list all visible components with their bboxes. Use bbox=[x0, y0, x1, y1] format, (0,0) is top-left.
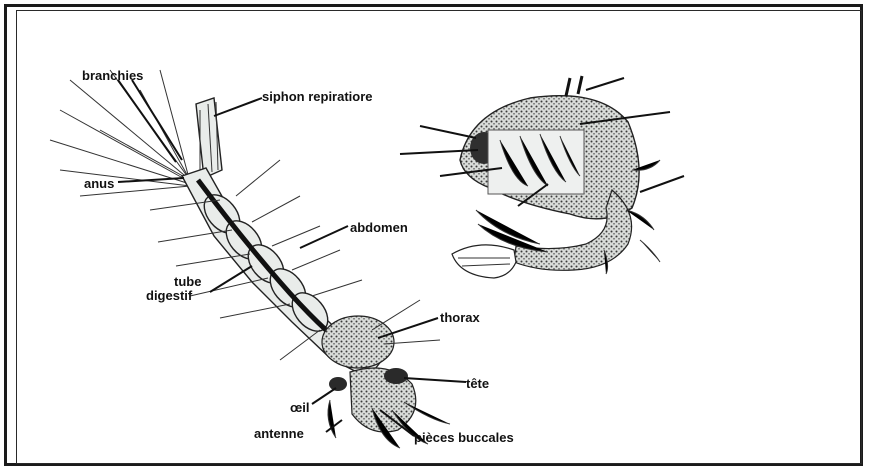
label-siphon: siphon repiratiore bbox=[262, 89, 373, 104]
label-tube: tube bbox=[174, 274, 201, 289]
nymph-siphons bbox=[566, 76, 582, 96]
label-larva-thorax: thorax bbox=[440, 310, 481, 325]
label-larva-abdomen: abdomen bbox=[350, 220, 408, 235]
larva-drawing bbox=[50, 70, 450, 448]
label-antenne: antenne bbox=[254, 426, 304, 441]
nymph-legs-area bbox=[488, 130, 584, 194]
larva-gill-bristles bbox=[50, 70, 190, 196]
label-larva-tete: tête bbox=[466, 376, 489, 391]
nymph-paddles bbox=[452, 245, 516, 278]
larva-thorax bbox=[322, 316, 394, 368]
nymph-drawing bbox=[452, 76, 660, 278]
label-digestif: digestif bbox=[146, 288, 193, 303]
label-branchies: branchies bbox=[82, 68, 143, 83]
larva-labels: branchies siphon repiratiore anus abdome… bbox=[82, 68, 514, 445]
larva-eye bbox=[329, 377, 347, 391]
label-larva-pieces-buccales: pièces buccales bbox=[414, 430, 514, 445]
label-larva-oeil: œil bbox=[290, 400, 310, 415]
label-anus: anus bbox=[84, 176, 114, 191]
